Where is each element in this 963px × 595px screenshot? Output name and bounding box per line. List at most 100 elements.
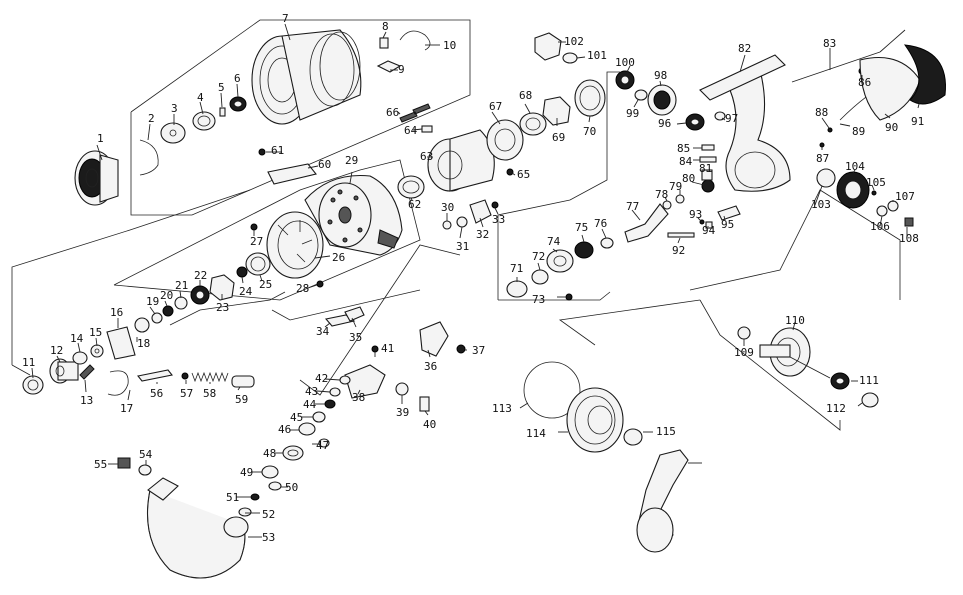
part-label-31: 31 <box>456 240 469 253</box>
part-label-17: 17 <box>120 402 133 415</box>
part-3-washer <box>160 122 186 144</box>
part-84-screw <box>699 156 717 163</box>
part-label-104: 104 <box>845 160 865 173</box>
part-37-screw <box>456 344 466 354</box>
part-label-46: 46 <box>278 423 291 436</box>
part-label-16: 16 <box>110 306 123 319</box>
part-label-43: 43 <box>305 385 318 398</box>
part-label-36: 36 <box>424 360 437 373</box>
part-label-34: 34 <box>316 325 330 338</box>
part-61-screw <box>258 148 266 156</box>
part-label-12: 12 <box>50 344 63 357</box>
part-19-washer <box>151 312 163 324</box>
part-label-32: 32 <box>476 228 489 241</box>
part-label-103: 103 <box>811 198 831 211</box>
part-label-82: 82 <box>738 42 751 55</box>
part-79-washer <box>675 194 685 204</box>
part-69-nut <box>542 96 571 126</box>
part-14-washer <box>72 351 88 365</box>
part-label-62: 62 <box>408 198 421 211</box>
part-label-15: 15 <box>89 326 102 339</box>
part-67-gear-plate <box>486 119 524 161</box>
part-label-5: 5 <box>218 81 225 94</box>
part-label-57: 57 <box>180 387 193 400</box>
part-label-50: 50 <box>285 481 298 494</box>
part-5-pin <box>219 107 226 117</box>
part-label-58: 58 <box>203 387 216 400</box>
part-label-87: 87 <box>816 152 829 165</box>
part-73-screw <box>565 293 573 301</box>
part-label-20: 20 <box>160 289 173 302</box>
part-68-washer <box>519 112 547 136</box>
part-label-115: 115 <box>656 425 676 438</box>
part-label-28: 28 <box>296 282 309 295</box>
part-label-6: 6 <box>234 72 241 85</box>
part-92-screw <box>667 232 695 238</box>
part-label-111: 111 <box>859 374 879 387</box>
part-label-4: 4 <box>197 91 204 104</box>
part-25-washer <box>245 252 271 276</box>
part-label-3: 3 <box>171 102 178 115</box>
part-65-screw <box>506 168 514 176</box>
part-2-clip <box>139 139 159 176</box>
part-label-55: 55 <box>94 458 107 471</box>
part-13-screw <box>79 364 95 380</box>
part-115-handle <box>636 449 689 553</box>
part-label-53: 53 <box>262 531 275 544</box>
part-76-washer <box>600 237 614 249</box>
part-98-bearing-housing <box>647 84 677 116</box>
part-label-72: 72 <box>532 250 545 263</box>
part-94-clip <box>705 221 713 229</box>
part-label-68: 68 <box>519 89 532 102</box>
part-26-rotor-ring <box>266 211 324 279</box>
part-label-110: 110 <box>785 314 805 327</box>
part-56-arm <box>137 369 173 382</box>
part-78-washer <box>662 200 672 210</box>
part-label-69: 69 <box>552 131 565 144</box>
part-11-washer <box>22 375 44 395</box>
part-label-61: 61 <box>271 144 284 157</box>
part-label-63: 63 <box>420 150 433 163</box>
part-48-roller <box>282 445 304 461</box>
part-label-26: 26 <box>332 251 345 264</box>
part-103-washer <box>816 168 836 188</box>
part-24-washer <box>236 266 248 278</box>
part-111-washer <box>861 392 879 408</box>
part-label-94: 94 <box>702 224 716 237</box>
part-72-collar <box>531 269 549 285</box>
part-label-86: 86 <box>858 76 871 89</box>
part-45-washer <box>312 411 326 423</box>
part-label-30: 30 <box>441 201 454 214</box>
part-label-89: 89 <box>852 125 865 138</box>
part-47-washer <box>318 438 330 448</box>
part-41-screw <box>371 345 379 353</box>
part-16-bail-arm <box>106 326 136 360</box>
part-70-ring <box>574 79 606 117</box>
part-label-84: 84 <box>679 155 693 168</box>
part-12-line-roller <box>49 358 79 384</box>
part-label-47: 47 <box>316 439 329 452</box>
part-38-bail-holder <box>344 364 386 399</box>
part-label-51: 51 <box>226 491 239 504</box>
part-10-spring <box>399 30 431 51</box>
parts <box>22 29 946 579</box>
part-label-67: 67 <box>489 100 502 113</box>
part-17-wire <box>107 370 129 396</box>
part-label-91: 91 <box>911 115 924 128</box>
part-113-handle-knob-cap <box>566 387 624 453</box>
leader-lines <box>31 23 921 538</box>
part-109-bearing <box>737 326 751 340</box>
part-label-71: 71 <box>510 262 523 275</box>
part-29-rotor <box>304 174 403 256</box>
part-44-washer <box>324 399 336 409</box>
part-label-9: 9 <box>398 63 405 76</box>
part-label-73: 73 <box>532 293 545 306</box>
part-label-35: 35 <box>349 331 362 344</box>
part-label-88: 88 <box>815 106 828 119</box>
part-label-75: 75 <box>575 221 588 234</box>
part-1-drag-knob <box>74 150 119 206</box>
part-label-76: 76 <box>594 217 607 230</box>
